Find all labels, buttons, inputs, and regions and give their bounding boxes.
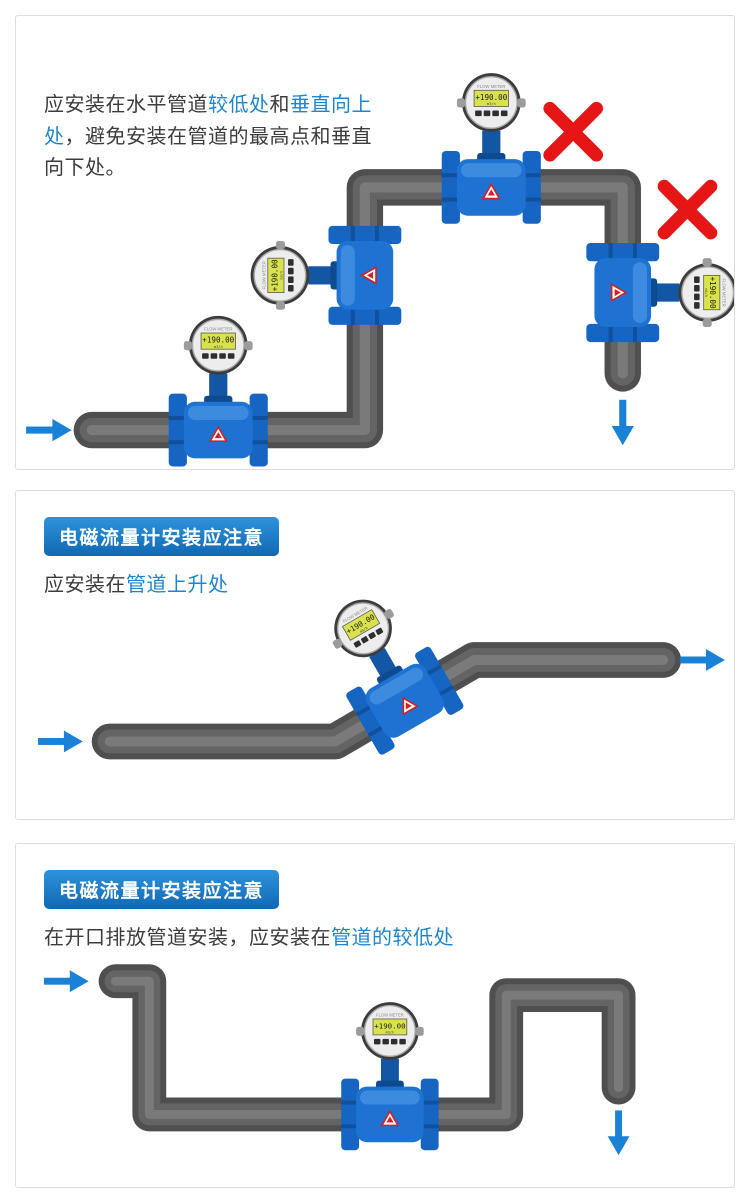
note-1: 应安装在水平管道较低处和垂直向上处，避免安装在管道的最高点和垂直向下处。 bbox=[44, 94, 372, 180]
panel-2-header: 电磁流量计安装应注意 应安装在管道上升处 bbox=[16, 491, 734, 600]
notice-badge: 电磁流量计安装应注意 bbox=[44, 517, 280, 556]
panel-horizontal-install: 应安装在水平管道较低处和垂直向上处，避免安装在管道的最高点和垂直向下处。 bbox=[15, 15, 735, 470]
panel-rising-pipe-install: 电磁流量计安装应注意 应安装在管道上升处 bbox=[15, 490, 735, 820]
panel-3-header: 电磁流量计安装应注意 在开口排放管道安装，应安装在管道的较低处 bbox=[16, 844, 734, 953]
inlet-arrow bbox=[26, 418, 72, 442]
diagram-horizontal-install bbox=[26, 72, 734, 468]
outlet-arrow bbox=[680, 649, 725, 671]
diagram-open-discharge bbox=[43, 964, 636, 1156]
note-3: 在开口排放管道安装，应安装在管道的较低处 bbox=[44, 927, 454, 949]
inlet-arrow bbox=[38, 730, 83, 753]
meter-high-point-wrong bbox=[440, 72, 542, 225]
outlet-arrow bbox=[607, 1110, 630, 1156]
meter-low-horizontal bbox=[167, 315, 269, 468]
meter-vertical-down-wrong bbox=[585, 242, 734, 343]
notice-badge: 电磁流量计安装应注意 bbox=[44, 870, 280, 909]
meter-vertical-up bbox=[249, 225, 403, 326]
wrong-x-right bbox=[664, 186, 711, 233]
outlet-arrow bbox=[611, 399, 634, 446]
instruction-text-1: 应安装在水平管道较低处和垂直向上处，避免安装在管道的最高点和垂直向下处。 bbox=[44, 90, 372, 185]
diagram-rising-pipe bbox=[38, 578, 725, 760]
wrong-x-top bbox=[550, 109, 597, 156]
note-2: 应安装在管道上升处 bbox=[44, 574, 229, 596]
inlet-arrow bbox=[43, 970, 89, 993]
panel-open-discharge-install: 电磁流量计安装应注意 在开口排放管道安装，应安装在管道的较低处 bbox=[15, 843, 735, 1188]
meter-low-section bbox=[340, 1001, 440, 1152]
pipe-run bbox=[98, 964, 636, 1132]
